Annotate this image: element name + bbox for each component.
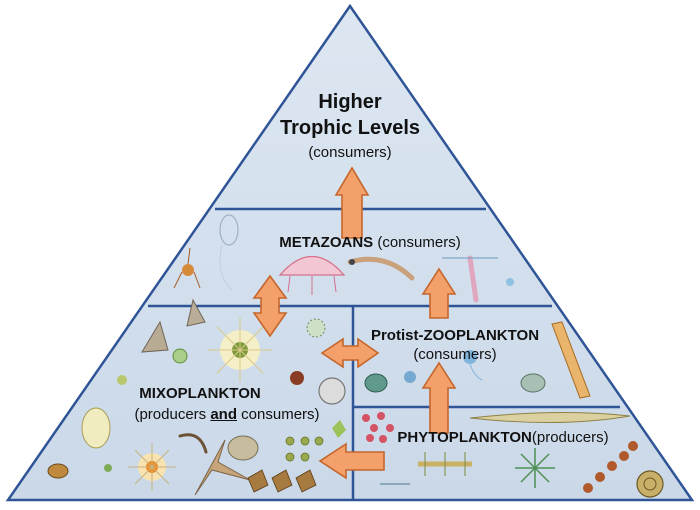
dinoflagellate-icon: [194, 439, 251, 496]
apex-title-line2: Trophic Levels: [279, 117, 421, 139]
thorn-cell-icon: [178, 433, 208, 454]
mixoplankton-role-emphasis: and: [210, 406, 237, 423]
coccolith-icon: [306, 318, 326, 338]
armored-cell-icon: [227, 435, 259, 461]
foram-shell-icon: [186, 298, 206, 327]
arrow-metazoans-to-higher: [334, 166, 370, 239]
ciliate-icon: [81, 407, 111, 449]
phytoplankton-name: PHYTOPLANKTON: [397, 429, 532, 446]
pyramid-outline: [5, 3, 695, 502]
grey-foram-icon: [318, 377, 346, 405]
mixoplankton-role: (producers and consumers): [112, 406, 342, 423]
green-cluster-icon: [285, 436, 324, 462]
zooplankton-name: Protist-ZOOPLANKTON: [370, 327, 540, 344]
mixoplankton-illustrations: [47, 298, 346, 496]
metazoans-name: METAZOANS: [279, 234, 374, 251]
arrow-phyto-to-mixo: [318, 442, 385, 480]
arrow-phyto-to-zooplankton: [421, 361, 457, 434]
pennate-diatom-icon: [469, 411, 631, 424]
arrow-mixo-zooplankton-twoway: [320, 337, 380, 369]
green-cell-icon: [172, 348, 188, 364]
blue-cell-icon: [404, 371, 416, 383]
radiolarian-icon: [208, 318, 272, 382]
centric-diatom-icon: [636, 470, 664, 498]
green-cell-icon: [117, 375, 127, 385]
metazoans-label: METAZOANS (consumers): [250, 234, 490, 251]
sun-radiolarian-icon: [128, 443, 176, 491]
blue-cell-icon: [463, 350, 477, 364]
crab-larva-icon: [182, 264, 194, 276]
brown-cell-icon: [290, 371, 304, 385]
phytoplankton-label: PHYTOPLANKTON(producers): [388, 429, 618, 446]
phytoplankton-role: (producers): [531, 429, 609, 446]
mixoplankton-role-suffix: consumers): [237, 406, 320, 423]
metazoans-role: (consumers): [377, 234, 461, 251]
foram-shell-icon: [141, 320, 169, 353]
arrow-mixo-metazoans-twoway: [252, 274, 288, 338]
green-diamond-icon: [332, 420, 346, 438]
green-ciliate-icon: [364, 373, 388, 393]
ctenophore-icon: [219, 214, 239, 246]
zooplankton-role: (consumers): [413, 346, 497, 363]
green-star-icon: [515, 448, 555, 488]
zooplankton-illustrations: [364, 321, 591, 399]
diatom-chain-icon: [247, 469, 317, 493]
apex-subtitle: (consumers): [308, 144, 392, 161]
apex-title-line1: Higher: [318, 91, 382, 113]
tintinnid-icon: [551, 321, 591, 399]
chain-coin-icon: [583, 441, 638, 493]
seed-cell-icon: [47, 463, 69, 479]
mixoplankton-role-prefix: (producers: [134, 406, 211, 423]
phytoplankton-illustrations: [362, 411, 664, 498]
red-cells-icon: [362, 412, 394, 443]
copepod-icon: [467, 255, 479, 303]
ciliate-icon: [520, 373, 546, 393]
krill-icon: [347, 256, 415, 281]
mixoplankton-name: MIXOPLANKTON: [139, 385, 261, 402]
jellyfish-icon: [278, 255, 346, 276]
arrow-zooplankton-to-metazoans: [421, 267, 457, 319]
green-cell-icon: [104, 464, 112, 472]
metazoan-illustrations: [173, 214, 514, 303]
